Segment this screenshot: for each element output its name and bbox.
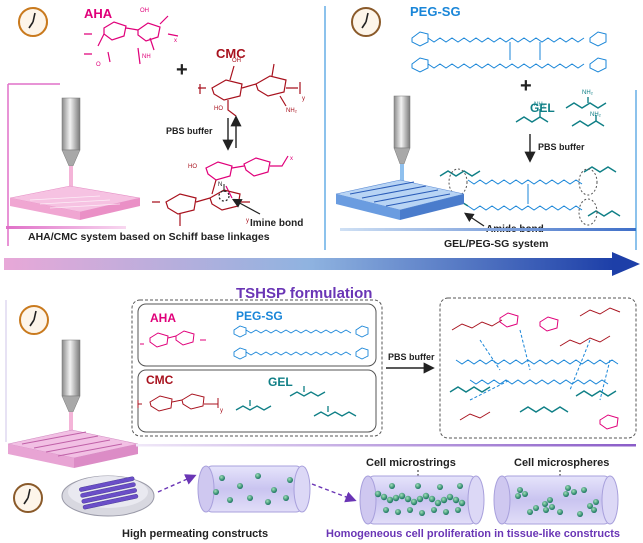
gel-structure: NH₂ NH₂ NH₂ [515, 90, 607, 127]
construct-to-proliferation-arrow [311, 483, 357, 503]
bottom-cmc-y: y [220, 408, 223, 414]
syringe-nozzle-icon [61, 97, 81, 192]
bottom-gel-label: GEL [268, 375, 293, 389]
bottom-aha-label: AHA [150, 311, 176, 325]
amide-bond-arrow [464, 212, 485, 227]
cmc-y-label: y [302, 96, 305, 102]
bottom-aha-structure [140, 330, 206, 348]
precursor-outer-box [131, 299, 383, 437]
aha-cmc-caption: AHA/CMC system based on Schiff base link… [28, 231, 270, 243]
bottom-peg-structure [233, 325, 369, 360]
high-permeating-label: High permeating constructs [122, 528, 268, 540]
peg-sg-structure [411, 31, 607, 73]
aha-o-label: O [96, 62, 101, 68]
cmc-gel-box [137, 369, 377, 433]
tshsp-title: TSHSP formulation [236, 285, 372, 302]
plus-sign-left: + [176, 59, 188, 81]
cmc-oh-label: OH [232, 58, 241, 64]
cmc-ho-label: HO [214, 106, 223, 112]
gel-nh2-c: NH₂ [590, 112, 602, 118]
cell-cylinder-icon [197, 465, 311, 513]
printed-blue-scaffold [335, 179, 465, 220]
aha-cmc-product-structure: HO x y N [152, 155, 293, 226]
clock-icon [19, 305, 49, 335]
clock-icon [351, 7, 381, 37]
printed-pink-scaffold [9, 185, 141, 220]
pbs-buffer-label-left: PBS buffer [166, 126, 213, 136]
gel-nh2-a: NH₂ [534, 102, 546, 108]
blue-accent-bar [340, 228, 636, 231]
aha-oh-label: OH [140, 8, 149, 14]
bottom-peg-label: PEG-SG [236, 309, 283, 323]
clock-icon [13, 483, 43, 513]
cell-microstrings-label: Cell microstrings [366, 457, 456, 469]
gel-peg-caption: GEL/PEG-SG system [444, 238, 548, 250]
top-right-panel: PEG-SG + GEL NH₂ NH₂ NH₂ PBS buffer [335, 4, 637, 250]
cell-cylinder-icon [493, 475, 619, 525]
cmc-structure: OH HO NH₂ y [198, 58, 305, 117]
cmc-nh2-label: NH₂ [286, 108, 298, 114]
aha-label: AHA [84, 6, 113, 21]
prod-n-label: N [218, 182, 222, 188]
combination-arrow [4, 252, 640, 276]
aha-peg-box [137, 303, 377, 367]
prod-x-label: x [290, 156, 293, 162]
gel-label: GEL [530, 101, 555, 115]
cell-cylinder-icon [359, 475, 485, 525]
purple-accent-bar [136, 444, 636, 447]
network-box [439, 297, 637, 439]
cell-microspheres-label: Cell microspheres [514, 457, 609, 469]
pink-accent-bar [6, 226, 126, 229]
bottom-cmc-label: CMC [146, 373, 174, 387]
syringe-nozzle-icon [393, 95, 411, 186]
aha-x-label: x [174, 38, 177, 44]
top-left-panel: AHA OH O NH x + CMC [6, 6, 305, 246]
aha-nh-label: NH [142, 54, 151, 60]
peg-sg-label: PEG-SG [410, 4, 461, 19]
pbs-buffer-label-right: PBS buffer [538, 142, 585, 152]
plus-sign-right: + [520, 75, 532, 97]
petri-dish-icon [61, 475, 155, 517]
clock-icon [18, 7, 48, 37]
imine-bond-arrow [231, 198, 261, 215]
aha-structure: OH O NH x [84, 8, 179, 68]
gel-peg-product-structure [435, 166, 621, 226]
homogeneous-proliferation-label: Homogeneous cell proliferation in tissue… [326, 528, 620, 540]
prod-y-label: y [246, 218, 249, 224]
prod-ho-label: HO [188, 164, 197, 170]
bottom-cmc-structure: y [137, 393, 223, 414]
pbs-buffer-label-bottom: PBS buffer [388, 352, 435, 362]
printed-purple-scaffold [7, 429, 139, 468]
dish-to-construct-arrow [157, 474, 197, 493]
imine-bond-label: Imine bond [250, 218, 303, 229]
bottom-gel-structure [235, 386, 357, 417]
gel-nh2-b: NH₂ [582, 90, 594, 96]
tshsp-network-structure [449, 307, 621, 430]
syringe-nozzle-icon [61, 339, 81, 432]
cmc-label: CMC [216, 46, 246, 61]
bottom-panel: TSHSP formulation AHA PEG-SG CMC GEL [5, 285, 637, 540]
